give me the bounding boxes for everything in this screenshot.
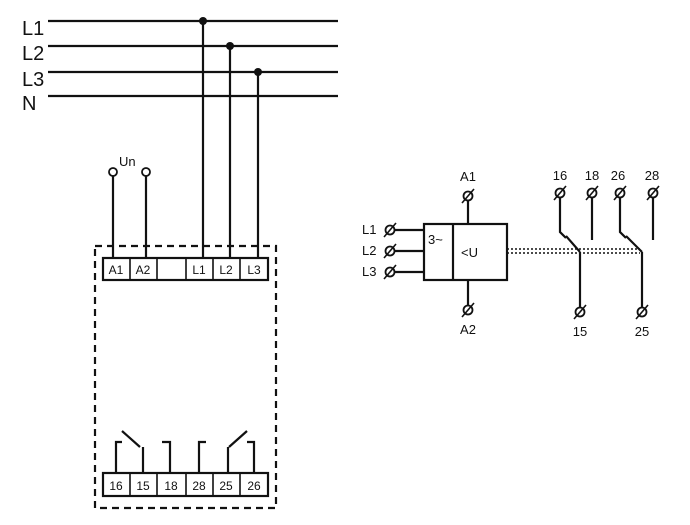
phase-input-l3: L3 [362,264,376,279]
line-label-n: N [22,93,36,115]
internal-contacts [114,430,256,473]
schematic-terminal-18: 18 [585,168,599,183]
terminal-26: 26 [247,479,261,493]
mechanical-linkage [507,248,640,254]
phase-inputs: L1 L2 L3 [362,222,424,280]
terminal-l1: L1 [192,263,206,277]
screw-terminal-icon [635,304,649,320]
screw-terminal-icon [553,185,567,201]
phase-input-l2: L2 [362,243,376,258]
terminal-25: 25 [219,479,233,493]
screw-terminal-icon [383,222,397,238]
contact-blade [625,235,643,253]
screw-terminal-icon [646,185,660,201]
supply-terminal-icon [108,167,118,177]
supply-terminal-icon [141,167,151,177]
device-outline [93,244,278,510]
top-terminal-strip: A1 A2 L1 L2 L3 [101,256,270,282]
screw-terminal-icon [461,302,475,318]
un-label: Un [119,154,136,169]
function-label: <U [461,245,478,260]
terminal-a1: A1 [109,263,124,277]
un-supply: Un [108,154,151,258]
line-label-l3: L3 [22,69,44,91]
phase-input-l1: L1 [362,222,376,237]
contact-set-2: 26 28 25 [611,168,660,339]
screw-terminal-icon [383,264,397,280]
junction-dot [226,42,234,50]
terminal-a2: A2 [136,263,151,277]
screw-terminal-icon [585,185,599,201]
terminal-18: 18 [164,479,178,493]
contact-blade [565,235,581,253]
terminal-l3: L3 [247,263,261,277]
schematic-terminal-15: 15 [573,324,587,339]
phase-block-label: 3~ [428,232,443,247]
junction-dot [199,17,207,25]
phase-drops [199,17,262,258]
screw-terminal-icon [613,185,627,201]
schematic-a2-label: A2 [460,322,476,337]
relay-block: 3~ <U [422,222,509,282]
line-label-l2: L2 [22,43,44,65]
schematic-terminal-16: 16 [553,168,567,183]
screw-terminal-icon [573,304,587,320]
terminal-16: 16 [109,479,123,493]
junction-dot [254,68,262,76]
contact-set-1: 16 18 15 [553,168,599,339]
coil-supply: A1 A2 [460,169,476,337]
terminal-l2: L2 [219,263,233,277]
bottom-terminal-strip: 16 15 18 28 25 26 [101,471,270,498]
contact-blade [228,430,248,448]
schematic-terminal-26: 26 [611,168,625,183]
line-label-l1: L1 [22,18,44,40]
schematic-a1-label: A1 [460,169,476,184]
terminal-15: 15 [136,479,150,493]
schematic-terminal-28: 28 [645,168,659,183]
schematic-terminal-25: 25 [635,324,649,339]
screw-terminal-icon [461,188,475,204]
terminal-28: 28 [192,479,206,493]
supply-lines: L1 L2 L3 N [22,18,338,115]
contact-blade [121,430,141,448]
screw-terminal-icon [383,243,397,259]
